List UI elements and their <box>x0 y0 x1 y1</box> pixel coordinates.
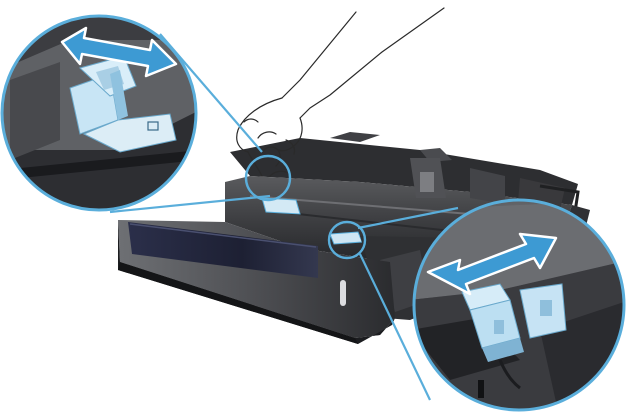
left-magnified-guide <box>0 14 198 212</box>
left-double-arrow-icon <box>60 26 178 78</box>
right-double-arrow-icon <box>426 232 558 296</box>
hand-drawing <box>236 7 445 177</box>
right-target-ring <box>327 220 367 260</box>
left-target-ring <box>244 154 292 202</box>
right-magnified-guide <box>412 198 626 412</box>
